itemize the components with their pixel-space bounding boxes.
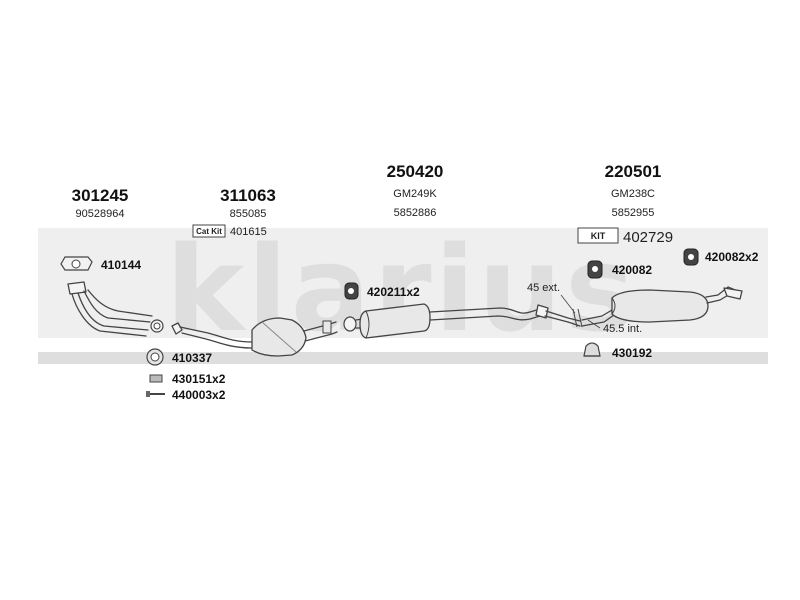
- gasket-410144-icon: [60, 256, 93, 271]
- accessory-430151-label: 430151x2: [172, 372, 226, 386]
- watermark-text: klarius: [166, 220, 638, 358]
- middle-silencer-shape: [343, 303, 541, 339]
- accessory-440003-label: 440003x2: [172, 388, 226, 402]
- watermark: klarius: [38, 220, 768, 364]
- clamp-430192-icon: [583, 342, 601, 357]
- accessory-420082x2-label: 420082x2: [705, 250, 759, 264]
- rear-silencer-oe-number: 5852955: [612, 207, 655, 219]
- middle-silencer-part-number: 250420: [387, 162, 444, 181]
- dimension-ext-leader: [560, 294, 576, 314]
- accessory-410144-label: 410144: [101, 258, 141, 272]
- catalyst-kit-number: 401615: [230, 226, 267, 238]
- rear-silencer-part-number: 220501: [605, 162, 662, 181]
- bolt-440003-icon: [146, 391, 165, 397]
- rear-kit-badge: KIT: [577, 227, 619, 244]
- catalyst-kit-badge-label: Cat Kit: [196, 227, 222, 236]
- hanger-420082x2-icon: [683, 248, 699, 266]
- rear-silencer-shape: [535, 286, 743, 328]
- middle-silencer-ref: GM249K: [393, 188, 437, 200]
- hanger-420211-icon: [344, 282, 359, 300]
- catalyst-kit-badge: Cat Kit: [192, 224, 226, 238]
- front-pipe-part-number: 301245: [72, 186, 129, 205]
- dimension-ext-label: 45 ext.: [527, 282, 560, 294]
- catalyst-part-number: 311063: [220, 186, 276, 205]
- accessory-420211-label: 420211x2: [367, 285, 420, 299]
- front-pipe-oe-number: 90528964: [76, 208, 125, 220]
- accessory-430192-label: 430192: [612, 346, 652, 360]
- catalyst-shape: [171, 317, 338, 357]
- hanger-420082-icon: [587, 260, 603, 279]
- accessory-420082-label: 420082: [612, 263, 652, 277]
- middle-silencer-oe-number: 5852886: [394, 207, 437, 219]
- rear-kit-badge-label: KIT: [591, 231, 606, 241]
- ring-410337-icon: [146, 348, 164, 366]
- dimension-int-label: 45.5 int.: [603, 323, 642, 335]
- clamp-430151-icon: [149, 374, 163, 383]
- rear-silencer-ref: GM238C: [611, 188, 655, 200]
- front-pipe-shape: [67, 281, 164, 337]
- dimension-int-leader: [587, 319, 601, 329]
- rear-kit-number: 402729: [623, 229, 673, 246]
- catalyst-oe-number: 855085: [230, 208, 267, 220]
- accessory-410337-label: 410337: [172, 351, 212, 365]
